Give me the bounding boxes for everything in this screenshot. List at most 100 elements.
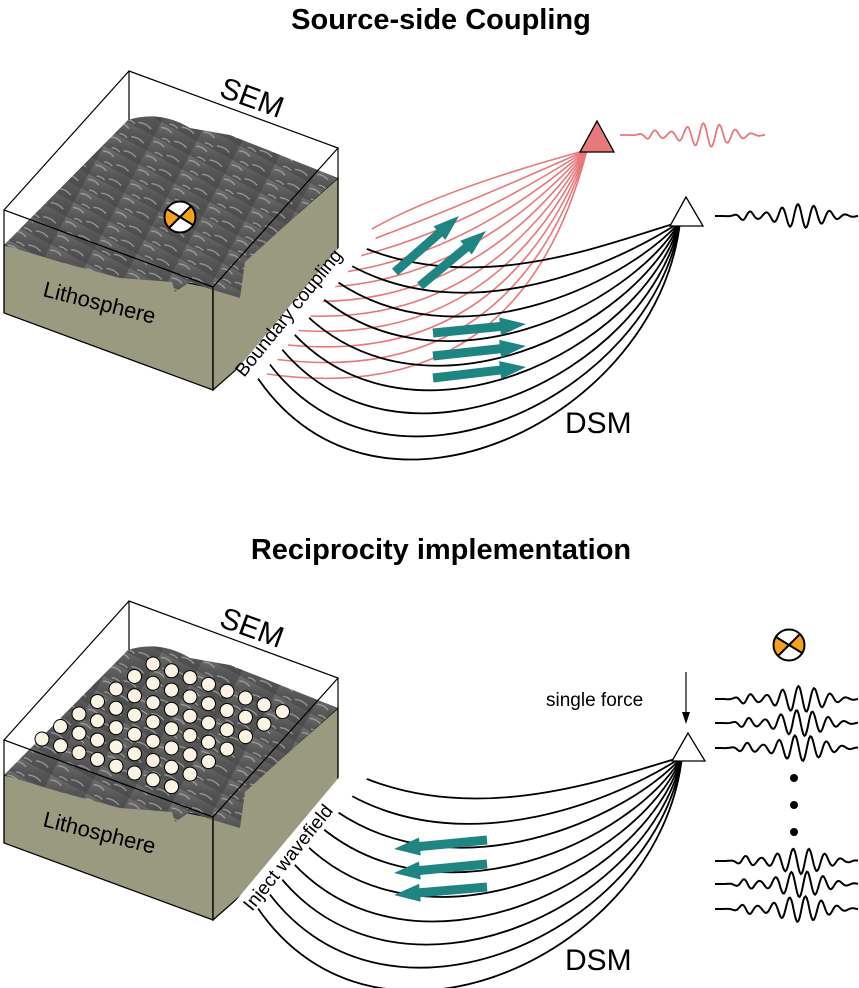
grid-point [90,713,105,729]
grid-point [201,696,216,712]
teal-arrow-icon [394,859,488,880]
grid-point [145,733,161,749]
grid-point [71,706,87,722]
grid-point [201,754,216,770]
force-arrow-icon [682,672,690,724]
grid-point [238,690,253,706]
grid-point [90,732,105,748]
panel-source-side-coupling: Source-side Coupling SEM Lithosphere [2,4,859,461]
grid-point [145,675,161,691]
panel-reciprocity-implementation: Reciprocity implementation SEM Lithosphe… [2,534,859,988]
grid-point [219,741,235,757]
grid-point [34,731,50,747]
grid-point [108,681,124,697]
grid-point [164,663,179,679]
grid-point [53,738,68,754]
red-ray-path [277,149,588,364]
grid-point [219,683,235,699]
dsm-label: DSM [565,944,632,977]
grid-point [182,689,198,705]
grid-point [219,722,235,738]
seismogram-stack [715,684,859,924]
grid-point [164,740,179,756]
teal-arrow-icon [417,231,486,290]
ray-path [321,756,683,874]
grid-point [90,751,105,767]
ray-path [256,221,681,461]
grid-point [53,719,68,734]
grid-point [182,766,198,782]
ray-path [305,756,683,898]
ray-path [335,221,681,318]
ray-path [335,756,683,849]
teal-arrow-icon [432,361,526,383]
grid-point [71,725,87,741]
ray-path [256,756,683,988]
seismogram-trace [715,734,859,763]
propagation-arrows [394,835,488,902]
ray-path [291,221,681,392]
grid-point [90,694,105,709]
grid-point [108,720,124,736]
ray-path [349,221,681,294]
grid-point [182,747,198,763]
grid-point [238,709,253,725]
dot [790,774,798,782]
ray-path [349,756,683,825]
focal-mechanism-icon [163,200,197,234]
panel-title: Reciprocity implementation [251,534,631,566]
station-triangle-icon [668,195,705,227]
seismogram-trace [715,894,859,924]
seismogram-trace [715,709,859,738]
grid-point [164,779,179,795]
single-force-label: single force [546,690,643,711]
ellipsis-dots [790,774,798,836]
red-ray-path [340,149,588,274]
grid-point [108,739,124,755]
ray-path [267,221,681,438]
red-station-triangle-icon [578,119,616,153]
dsm-label: DSM [565,407,632,440]
red-ray-path [287,149,588,348]
red-ray-path [266,149,588,380]
grid-point [201,715,216,731]
grid-point [108,700,124,716]
ray-path [279,756,683,946]
teal-arrow-icon [394,835,488,856]
injection-grid-points [34,656,290,795]
grid-point [127,669,142,684]
red-ray-path [350,149,588,259]
grid-point [164,759,179,775]
panel-title: Source-side Coupling [291,4,591,36]
black-ray-paths [256,756,683,988]
ray-path [321,221,681,343]
grid-point [164,682,179,698]
grid-point [256,697,272,713]
red-ray-path [308,149,588,317]
ray-path [291,756,683,923]
red-ray-path [371,149,588,230]
dot [790,828,798,836]
grid-point [182,728,198,743]
grid-point [145,656,161,672]
grid-point [127,726,142,742]
grid-point [219,703,235,718]
teal-arrow-icon [394,882,488,902]
grid-point [127,707,142,723]
grid-point [182,670,198,686]
grid-point [164,701,179,717]
grid-point [127,688,142,704]
station-triangle-icon [670,731,707,762]
seismogram-trace [715,847,859,876]
grid-point [238,729,253,745]
ray-path [279,221,681,415]
label-backdrop [228,227,376,393]
red-ray-paths [266,149,588,380]
ray-path [305,221,681,367]
grid-point [164,721,179,737]
seismogram-trace [715,684,859,713]
red-ray-path [361,149,588,245]
teal-arrow-icon [432,317,526,338]
grid-point [71,745,87,761]
